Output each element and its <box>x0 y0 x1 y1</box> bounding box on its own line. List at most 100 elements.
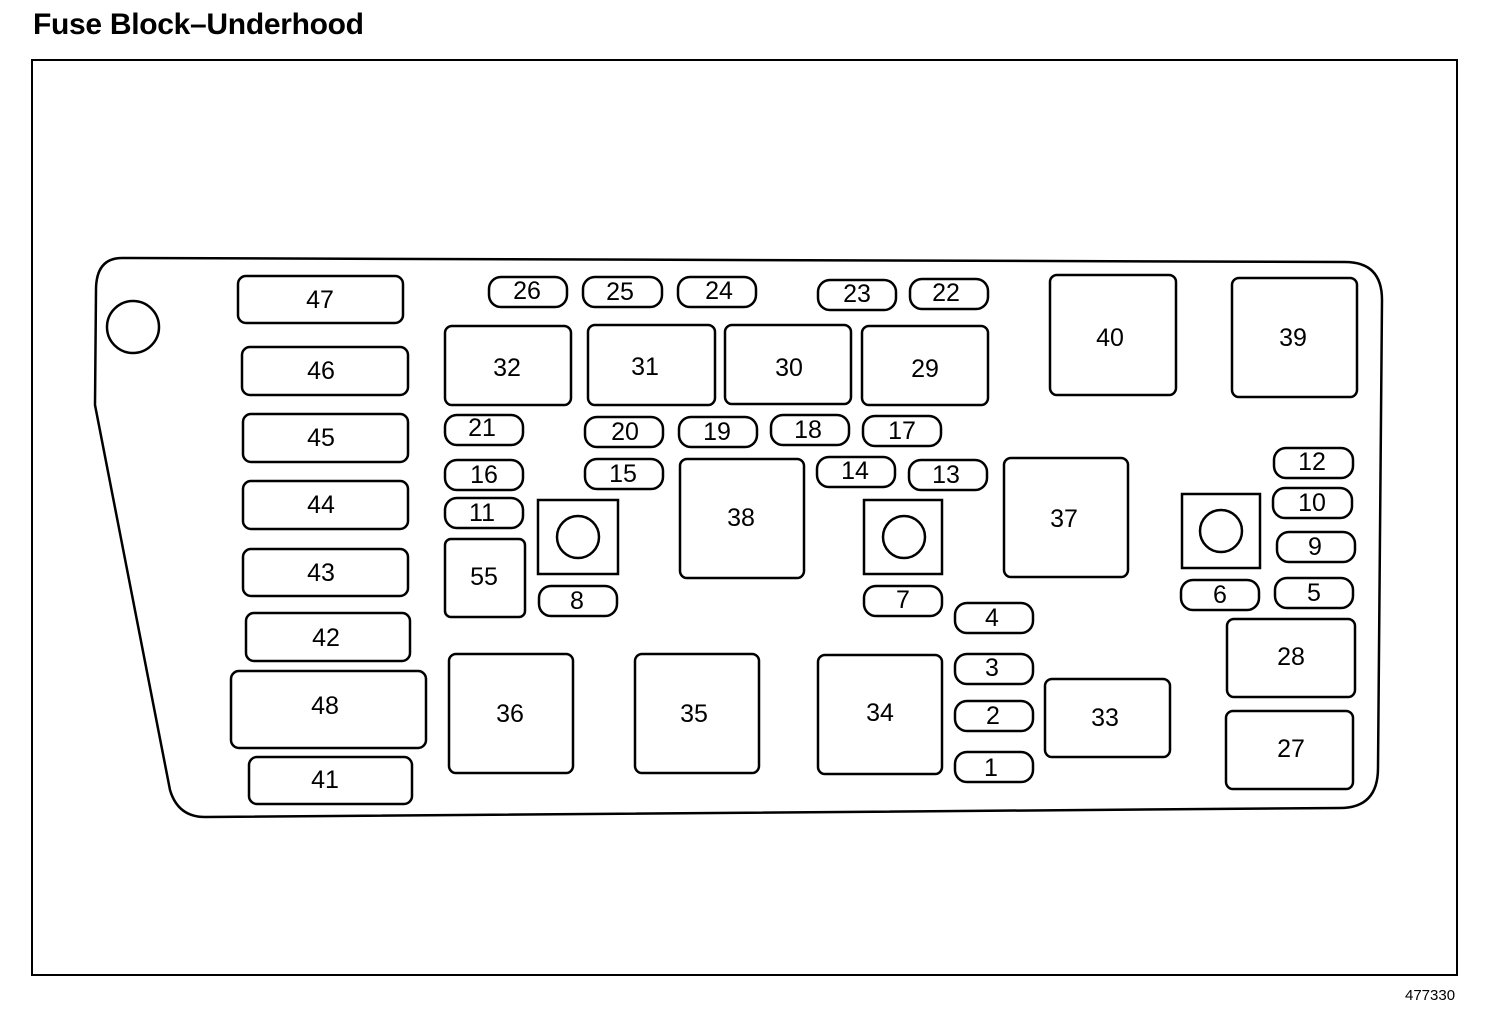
figure-id: 477330 <box>1405 987 1456 1004</box>
fuse-12: 12 <box>1272 446 1355 480</box>
fuse-9: 9 <box>1275 530 1357 564</box>
svg-text:9: 9 <box>1308 533 1322 561</box>
relay-27: 27 <box>1224 709 1355 791</box>
svg-text:7: 7 <box>896 586 910 614</box>
relay-30: 30 <box>723 323 853 406</box>
svg-text:16: 16 <box>470 461 498 489</box>
fuse-20: 20 <box>583 415 665 449</box>
maxi-fuse-42: 42 <box>244 611 412 663</box>
svg-text:6: 6 <box>1213 581 1227 609</box>
relay-33: 33 <box>1043 677 1172 759</box>
fuse-1: 1 <box>953 750 1035 784</box>
svg-text:26: 26 <box>513 277 541 305</box>
svg-text:36: 36 <box>496 700 524 728</box>
svg-text:43: 43 <box>307 559 335 587</box>
svg-text:8: 8 <box>570 587 584 615</box>
stud-left <box>536 498 620 576</box>
relay-28: 28 <box>1225 617 1357 699</box>
svg-text:40: 40 <box>1096 324 1124 352</box>
fuse-18: 18 <box>769 413 851 447</box>
svg-text:17: 17 <box>888 417 916 445</box>
fuse-3: 3 <box>953 652 1035 686</box>
svg-text:3: 3 <box>985 654 999 682</box>
relay-34: 34 <box>816 653 944 776</box>
svg-text:5: 5 <box>1307 579 1321 607</box>
svg-text:37: 37 <box>1050 505 1078 533</box>
relay-37: 37 <box>1002 456 1130 579</box>
svg-text:10: 10 <box>1298 489 1326 517</box>
svg-text:11: 11 <box>469 499 495 527</box>
relay-32: 32 <box>443 324 573 407</box>
fuse-8: 8 <box>537 584 619 618</box>
svg-text:20: 20 <box>611 418 639 446</box>
relay-31: 31 <box>586 323 717 407</box>
diagram-frame <box>31 59 1458 976</box>
svg-text:38: 38 <box>727 504 755 532</box>
maxi-fuse-48: 48 <box>229 669 428 750</box>
svg-text:32: 32 <box>493 354 521 382</box>
svg-text:48: 48 <box>311 692 339 720</box>
svg-text:24: 24 <box>705 277 733 305</box>
svg-text:42: 42 <box>312 624 340 652</box>
fuse-23: 23 <box>816 278 898 312</box>
svg-text:44: 44 <box>307 491 335 519</box>
svg-text:21: 21 <box>468 414 496 442</box>
fuse-4: 4 <box>953 601 1035 635</box>
mounting-hole <box>105 299 161 355</box>
svg-text:34: 34 <box>866 699 894 727</box>
fuse-26: 26 <box>487 275 569 309</box>
fuse-17: 17 <box>861 414 943 448</box>
relay-40: 40 <box>1048 273 1178 397</box>
fuse-6: 6 <box>1179 578 1261 612</box>
fuse-7: 7 <box>862 584 944 618</box>
stud-right <box>1180 492 1262 570</box>
svg-text:18: 18 <box>794 416 822 444</box>
svg-text:4: 4 <box>985 604 999 632</box>
maxi-fuse-41: 41 <box>247 755 414 806</box>
maxi-fuse-47: 47 <box>236 274 405 325</box>
fuse-5: 5 <box>1273 576 1355 610</box>
svg-text:2: 2 <box>986 702 1000 730</box>
fuse-16: 16 <box>443 458 525 492</box>
svg-text:29: 29 <box>911 355 939 383</box>
svg-text:27: 27 <box>1277 735 1305 763</box>
relay-35: 35 <box>633 652 761 775</box>
svg-text:31: 31 <box>631 353 659 381</box>
svg-text:33: 33 <box>1091 704 1119 732</box>
fuse-24: 24 <box>676 275 758 309</box>
fuse-13: 13 <box>907 458 989 492</box>
fuse-14: 14 <box>815 455 897 489</box>
fuse-block-outline <box>93 256 1384 819</box>
svg-text:13: 13 <box>932 461 960 489</box>
fuse-10: 10 <box>1271 486 1354 520</box>
svg-text:23: 23 <box>843 280 871 308</box>
svg-text:39: 39 <box>1279 324 1307 352</box>
fuse-25: 25 <box>581 275 664 309</box>
fuse-22: 22 <box>908 277 990 311</box>
relay-55: 55 <box>443 537 527 619</box>
relay-38: 38 <box>678 457 806 580</box>
fuse-2: 2 <box>953 699 1035 733</box>
diagram-title: Fuse Block–Underhood <box>33 8 364 41</box>
svg-text:14: 14 <box>841 457 869 485</box>
svg-text:12: 12 <box>1298 448 1326 476</box>
svg-text:28: 28 <box>1277 643 1305 671</box>
svg-text:55: 55 <box>470 563 498 591</box>
svg-text:46: 46 <box>307 357 335 385</box>
svg-text:1: 1 <box>984 754 998 782</box>
maxi-fuse-43: 43 <box>241 547 410 598</box>
fuse-19: 19 <box>677 415 759 449</box>
maxi-fuse-45: 45 <box>241 412 410 464</box>
relay-39: 39 <box>1230 276 1359 399</box>
svg-text:45: 45 <box>307 424 335 452</box>
maxi-fuse-44: 44 <box>241 479 410 531</box>
stud-center <box>862 498 944 576</box>
svg-text:25: 25 <box>606 278 634 306</box>
svg-text:47: 47 <box>306 286 334 314</box>
maxi-fuse-46: 46 <box>240 345 410 397</box>
fuse-11: 11 <box>443 496 525 530</box>
svg-text:30: 30 <box>775 354 803 382</box>
svg-text:35: 35 <box>680 700 708 728</box>
svg-text:19: 19 <box>703 418 731 446</box>
